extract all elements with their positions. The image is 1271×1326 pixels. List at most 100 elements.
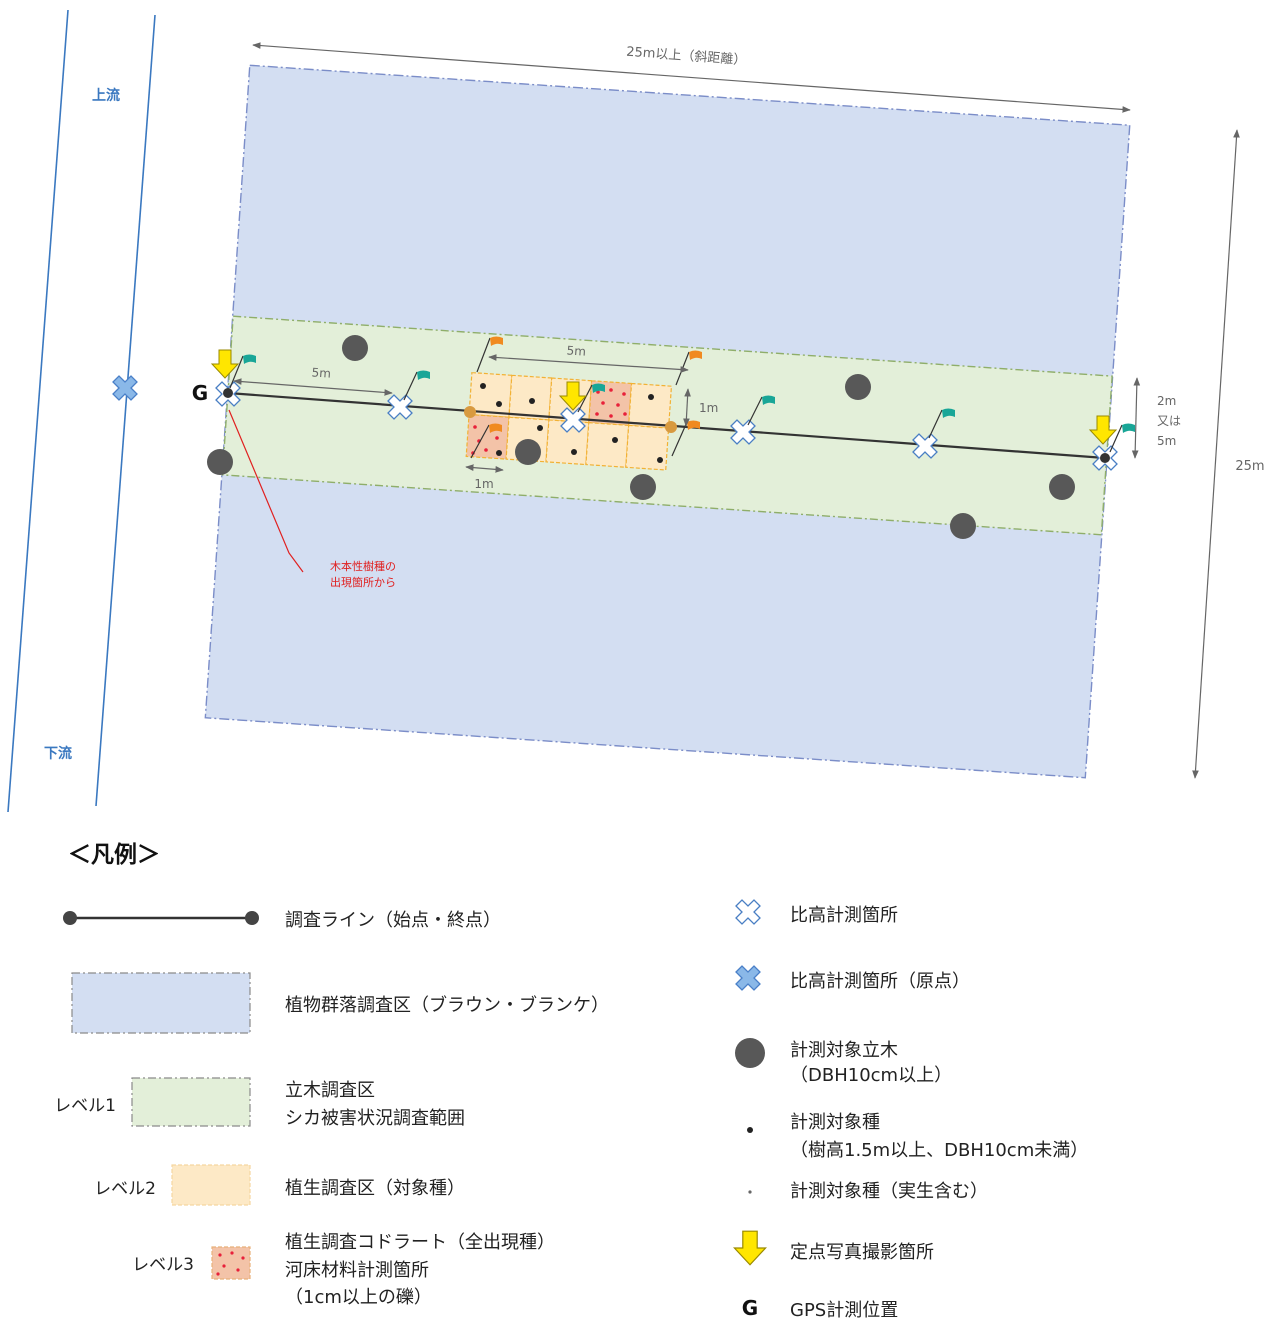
red-dot bbox=[595, 412, 599, 416]
elevation-origin-cross-icon bbox=[112, 375, 138, 401]
red-dot bbox=[601, 401, 605, 405]
survey-line-end-dot bbox=[1100, 453, 1110, 463]
legend-level1-line1: 立木調査区 bbox=[285, 1080, 375, 1101]
legend-photo-point: 定点写真撮影箇所 bbox=[733, 1230, 934, 1266]
legend-level3-line1: 植生調査コドラート（全出現種） bbox=[285, 1232, 555, 1253]
target-species-dot bbox=[496, 401, 502, 407]
legend-seedling-label: 計測対象種（実生含む） bbox=[790, 1181, 988, 1202]
legend-target-species-line2: （樹高1.5m以上、DBH10cm未満） bbox=[790, 1140, 1088, 1161]
river: 上流 下流 bbox=[7, 9, 156, 813]
quadrat-cell bbox=[585, 422, 630, 468]
survey-line-start-icon bbox=[63, 911, 77, 925]
legend-level3-line3: （1cm以上の礫） bbox=[285, 1287, 432, 1308]
white-cross-icon bbox=[735, 899, 761, 925]
teal-flag-icon bbox=[577, 383, 605, 413]
teal-flag-icon bbox=[229, 354, 256, 389]
target-species-dot bbox=[529, 398, 535, 404]
downstream-label: 下流 bbox=[44, 745, 72, 762]
red-dot bbox=[216, 1272, 220, 1276]
band-width-label-2: 又は bbox=[1157, 414, 1181, 428]
level1-label: レベル1 bbox=[54, 1096, 116, 1116]
target-species-dot bbox=[537, 425, 543, 431]
red-dot bbox=[230, 1251, 234, 1255]
gps-marker: G bbox=[192, 381, 208, 405]
red-dot bbox=[241, 1256, 245, 1260]
quadrat-edge-marker bbox=[464, 406, 476, 418]
target-species-dot bbox=[571, 449, 577, 455]
legend-target-tree-line1: 計測対象立木 bbox=[790, 1040, 898, 1061]
legend-target-tree: 計測対象立木 （DBH10cm以上） bbox=[735, 1038, 952, 1086]
red-dot bbox=[609, 414, 613, 418]
red-dot bbox=[596, 390, 600, 394]
plot-width-arrow bbox=[252, 42, 1131, 113]
legend-survey-line: 調査ライン（始点・終点） bbox=[63, 910, 501, 931]
legend-target-species: 計測対象種 （樹高1.5m以上、DBH10cm未満） bbox=[747, 1112, 1088, 1161]
plot-height-arrow bbox=[1192, 129, 1240, 779]
legend-target-tree-line2: （DBH10cm以上） bbox=[790, 1065, 952, 1086]
target-species-dot bbox=[480, 383, 486, 389]
red-dot bbox=[616, 403, 620, 407]
level3-label: レベル3 bbox=[132, 1255, 194, 1275]
quadrat-cell bbox=[625, 424, 670, 471]
red-dot bbox=[622, 392, 626, 396]
upstream-label: 上流 bbox=[92, 87, 120, 104]
gps-symbol: G bbox=[742, 1296, 758, 1320]
legend-level3-line2: 河床材料計測箇所 bbox=[285, 1260, 429, 1281]
cell-width-label: 1m bbox=[474, 477, 493, 491]
target-tree-circle bbox=[845, 374, 871, 400]
green-band-swatch bbox=[131, 1077, 251, 1127]
plot-height-label: 25m bbox=[1235, 459, 1264, 474]
quadrat-cell bbox=[628, 382, 673, 429]
target-species-dot bbox=[648, 394, 654, 400]
plot-width-label: 25m以上（斜距離） bbox=[626, 45, 747, 69]
target-species-dots bbox=[480, 383, 663, 463]
legend-gps: G GPS計測位置 bbox=[742, 1296, 898, 1321]
plot-areas bbox=[204, 64, 1131, 779]
point-interval-label: 5m bbox=[311, 365, 331, 380]
target-tree-circle bbox=[950, 513, 976, 539]
quadrat-height-arrow bbox=[683, 388, 691, 427]
legend-target-species-line1: 計測対象種 bbox=[790, 1112, 880, 1133]
orange-flag-icon bbox=[671, 420, 700, 457]
legend-elevation-point-label: 比高計測箇所 bbox=[790, 905, 898, 926]
cell-width-arrow bbox=[465, 464, 504, 473]
target-species-dot bbox=[612, 437, 618, 443]
survey-line-start-dot bbox=[223, 388, 233, 398]
point-interval-arrow bbox=[233, 378, 393, 396]
target-tree-circle bbox=[342, 335, 368, 361]
red-dot bbox=[623, 412, 627, 416]
legend-seedling: 計測対象種（実生含む） bbox=[748, 1181, 988, 1202]
orange-quadrat-swatch bbox=[171, 1164, 251, 1206]
red-dot bbox=[473, 425, 477, 429]
survey-line-end-icon bbox=[245, 911, 259, 925]
quadrat-height-label: 1m bbox=[699, 401, 718, 415]
teal-flag-icon bbox=[403, 370, 430, 401]
red-dot bbox=[218, 1253, 222, 1257]
gravel-dots bbox=[471, 388, 627, 455]
red-dot bbox=[236, 1268, 240, 1272]
target-species-dot bbox=[496, 450, 502, 456]
target-tree-circle bbox=[1049, 474, 1075, 500]
legend-elevation-origin: 比高計測箇所（原点） bbox=[735, 965, 970, 992]
blue-cross-icon bbox=[735, 965, 761, 991]
target-species-dot bbox=[657, 457, 663, 463]
legend-title: ＜凡例＞ bbox=[68, 842, 160, 868]
legend-photo-point-label: 定点写真撮影箇所 bbox=[790, 1242, 934, 1263]
legend-community-plot-label: 植物群落調査区（ブラウン・ブランケ） bbox=[285, 994, 609, 1016]
legend-elevation-point: 比高計測箇所 bbox=[735, 899, 898, 926]
black-dot-icon bbox=[747, 1127, 753, 1133]
yellow-arrow-icon bbox=[733, 1230, 767, 1266]
legend-level1-line2: シカ被害状況調査範囲 bbox=[285, 1108, 465, 1129]
small-dot-icon bbox=[748, 1190, 752, 1194]
legend-level2: レベル2 植生調査区（対象種） bbox=[94, 1164, 465, 1206]
legend-community-plot: 植物群落調査区（ブラウン・ブランケ） bbox=[71, 972, 609, 1034]
legend: ＜凡例＞ 調査ライン（始点・終点） 植物群落調査区（ブラウン・ブランケ） レベル… bbox=[54, 842, 1088, 1321]
band-width-arrow bbox=[1131, 377, 1141, 459]
target-tree-circle bbox=[207, 449, 233, 475]
quadrat-length-label: 5m bbox=[566, 343, 586, 358]
band-width-label-1: 2m bbox=[1157, 394, 1176, 408]
target-trees bbox=[207, 335, 1075, 539]
woody-species-annotation: 木本性樹種の 出現箇所から bbox=[228, 409, 396, 589]
band-width-label-3: 5m bbox=[1157, 434, 1176, 448]
